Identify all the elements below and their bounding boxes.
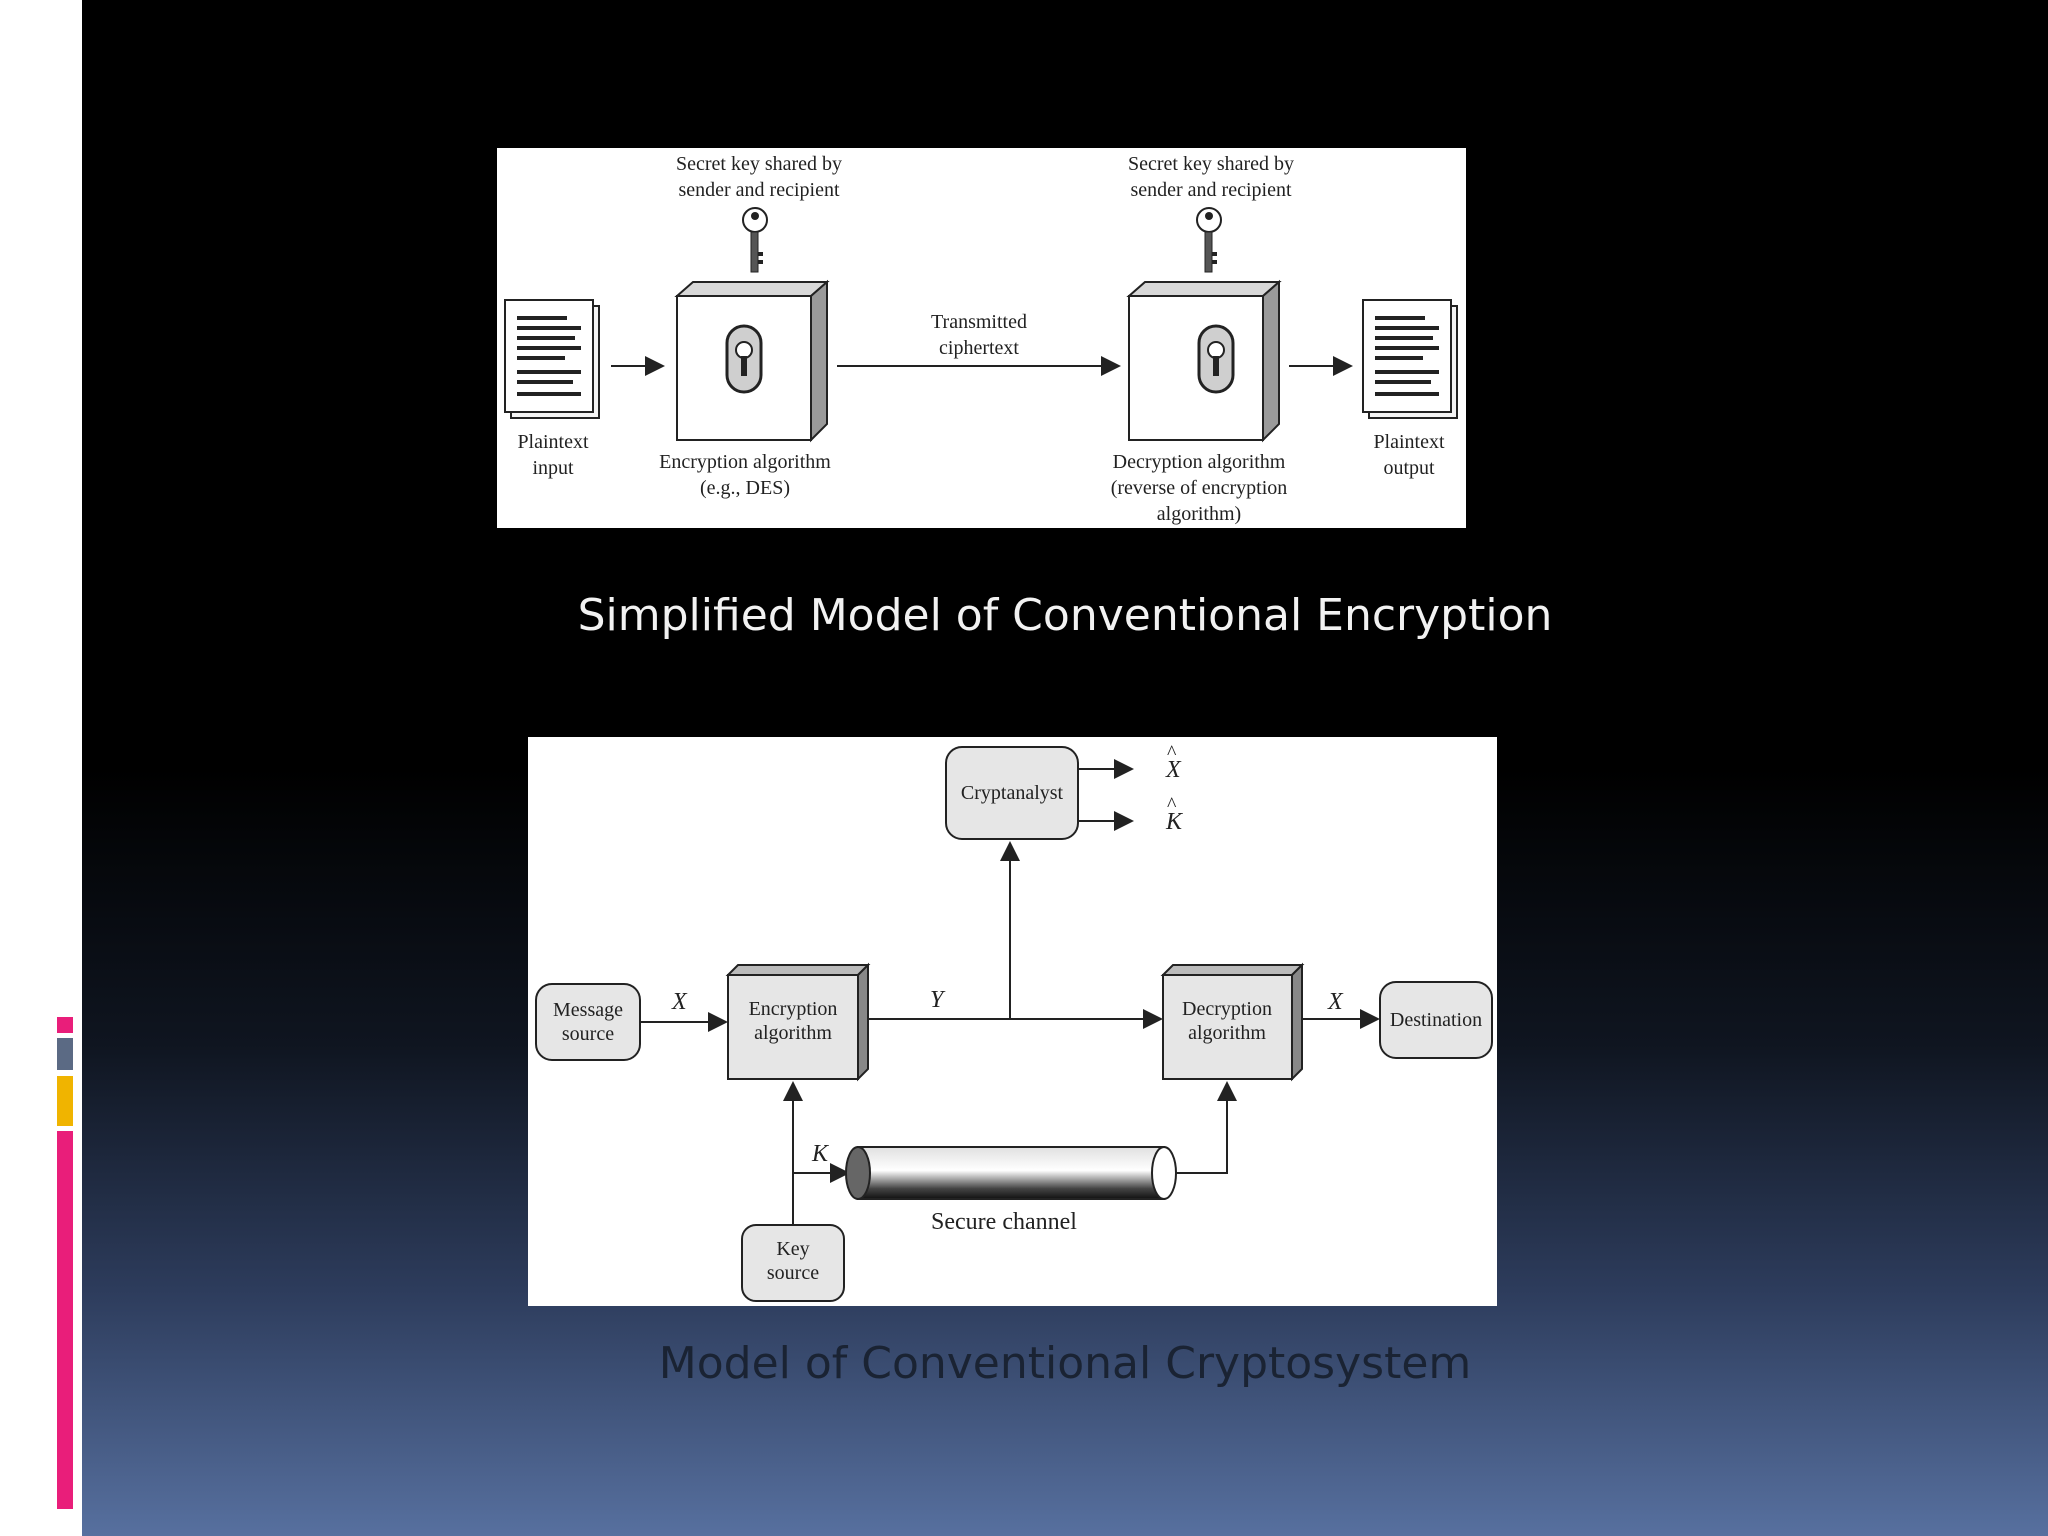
k-label: K <box>811 1141 830 1167</box>
encryption-algorithm-label: Encryption algorithm(e.g., DES) <box>659 451 831 499</box>
decorative-lines <box>48 148 80 234</box>
encryption-lock-box <box>674 279 830 443</box>
caption-cryptosystem-model: Model of Conventional Cryptosystem <box>658 1338 1472 1389</box>
destination-label: Destination <box>1390 1009 1482 1031</box>
decryption-lock-box <box>1126 279 1282 443</box>
y-label: Y <box>930 987 946 1013</box>
x-hat-label: X <box>1165 757 1182 783</box>
caption-simplified-model: Simplified Model of Conventional Encrypt… <box>577 590 1553 641</box>
left-key-icon <box>742 207 768 273</box>
destination-box <box>1379 981 1493 1059</box>
accent-bar-gray <box>57 1038 73 1070</box>
message-source-box <box>535 983 641 1061</box>
plaintext-output-document-icon <box>1362 299 1458 419</box>
cryptanalyst-box <box>945 746 1079 840</box>
cryptanalyst-label: Cryptanalyst <box>961 782 1064 804</box>
plaintext-input-document-icon <box>504 299 600 419</box>
secure-channel-pipe <box>845 1146 1177 1200</box>
decryption-algorithm-box <box>1160 962 1305 1082</box>
encryption-algorithm-box <box>725 962 871 1082</box>
accent-bar-pink-small <box>57 1017 73 1033</box>
accent-bar-gold <box>57 1076 73 1126</box>
right-key-icon <box>1196 207 1222 273</box>
x-output-label: X <box>1327 989 1344 1015</box>
k-hat-caret: ^ <box>1167 794 1177 816</box>
x-hat-caret: ^ <box>1167 742 1177 764</box>
secure-channel-label: Secure channel <box>931 1209 1077 1235</box>
decryption-algorithm-label: Decryption algorithm(reverse of encrypti… <box>1111 451 1288 525</box>
k-hat-label: K <box>1165 809 1184 835</box>
accent-bar-pink-tall <box>57 1131 73 1509</box>
x-input-label: X <box>671 989 688 1015</box>
